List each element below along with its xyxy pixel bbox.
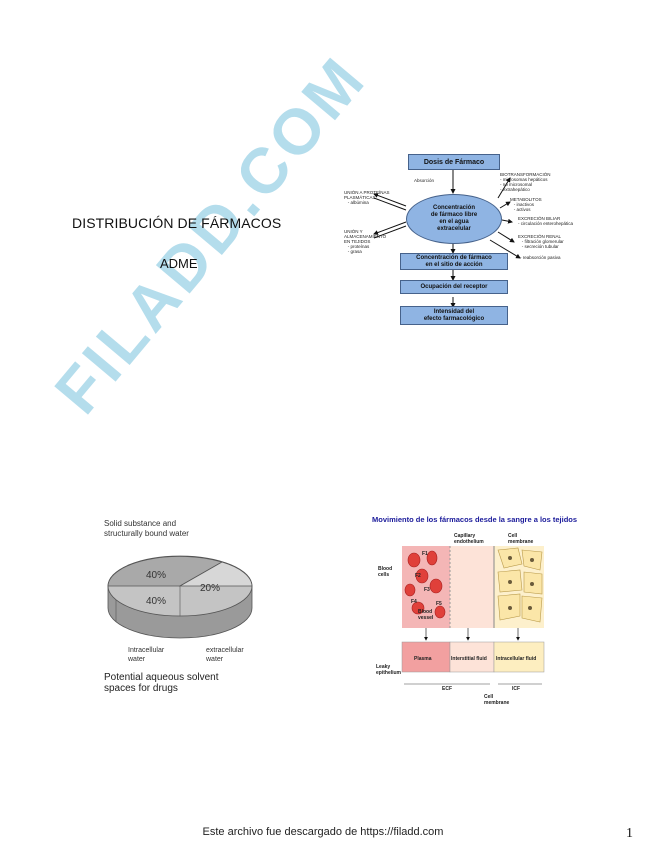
f5-label: F5	[436, 601, 442, 607]
pie-top-label: Solid substance and structurally bound w…	[104, 519, 189, 539]
biotransformation: BIOTRANSFORMACIÓN - microsomas hepáticos…	[500, 172, 551, 192]
free-drug-text: Concentración de fármaco libre en el agu…	[431, 205, 477, 233]
intracellular-water-label: Intracellular water	[128, 646, 164, 664]
pie-caption: Potential aqueous solvent spaces for dru…	[104, 672, 219, 694]
interstitial-label: Interstitial fluid	[451, 656, 487, 662]
footer-text: Este archivo fue descargado de https://f…	[0, 826, 646, 838]
tissue-storage: UNIÓN Y ALMACENAMIENTO EN TEJIDOS - prot…	[344, 229, 386, 254]
pie-label-3: 40%	[146, 596, 166, 607]
biliary-excretion: EXCRECIÓN BILIAR - circulación enterohep…	[518, 216, 573, 226]
page-subtitle: ADME	[160, 256, 198, 271]
renal-excretion: EXCRECIÓN RENAL - filtración glomerular …	[518, 234, 564, 249]
plasma-label: Plasma	[414, 656, 432, 662]
capillary-label: Capillary endothelium	[454, 533, 484, 545]
page-number: 1	[626, 826, 633, 842]
passive-reabsorption: - reabsorción pasiva	[520, 255, 561, 260]
blood-vessel-label: Blood vessel	[418, 609, 433, 621]
icf-label: ICF	[512, 686, 520, 692]
receptor-box: Ocupación del receptor	[400, 280, 508, 294]
absorption-label: Absorción	[414, 178, 434, 183]
pie-label-2: 20%	[200, 583, 220, 594]
metabolites: METABOLITOS - inactivos - activos	[510, 197, 542, 212]
f2-label: F2	[415, 573, 421, 579]
free-drug-concentration: Concentración de fármaco libre en el agu…	[406, 194, 502, 244]
blood-cells-label: Blood cells	[378, 566, 392, 578]
leaky-epithelium-label: Leaky epithelium	[376, 664, 401, 676]
plasma-protein-binding: UNIÓN A PROTEÍNAS PLASMÁTICAS - albúmina	[344, 190, 390, 205]
ecf-label: ECF	[442, 686, 452, 692]
movement-graphic	[370, 530, 570, 710]
intracellular-label: Intracellular fluid	[496, 656, 536, 662]
page-title: DISTRIBUCIÓN DE FÁRMACOS	[72, 215, 281, 231]
f1-label: F1	[422, 551, 428, 557]
dose-box: Dosis de Fármaco	[408, 154, 500, 170]
cell-membrane-bottom-label: Cell membrane	[484, 694, 509, 706]
effect-box: Intensidad del efecto farmacológico	[400, 306, 508, 325]
cell-membrane-label: Cell membrane	[508, 533, 533, 545]
f4-label: F4	[411, 599, 417, 605]
pie-graphic	[100, 548, 260, 658]
movement-title: Movimiento de los fármacos desde la sang…	[372, 515, 577, 524]
extracellular-water-label: extracellular water	[206, 646, 244, 664]
f3-label: F3	[424, 587, 430, 593]
pie-label-1: 40%	[146, 570, 166, 581]
site-concentration-box: Concentración de fármaco en el sitio de …	[400, 253, 508, 270]
